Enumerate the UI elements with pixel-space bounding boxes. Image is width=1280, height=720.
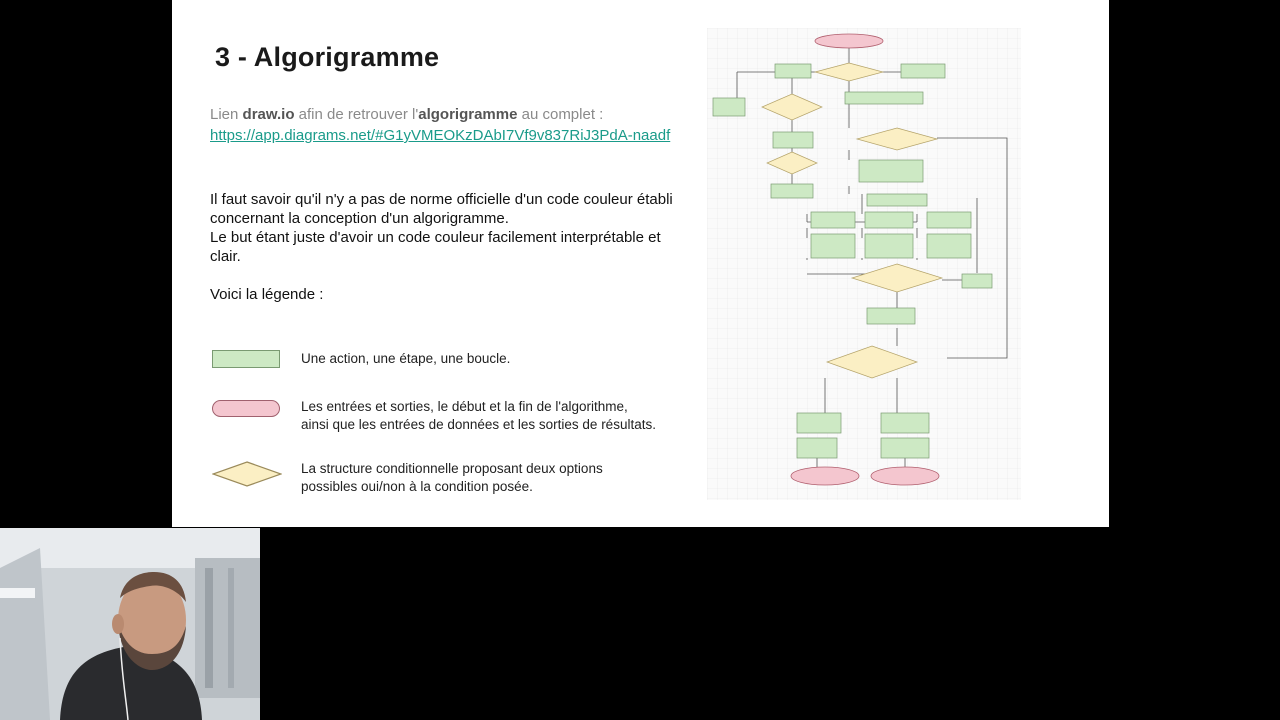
paragraph-line: Le but étant juste d'avoir un code coule… [210, 229, 661, 246]
color-code-paragraph: Il faut savoir qu'il n'y a pas de norme … [210, 190, 690, 266]
legend-text-condition: La structure conditionnelle proposant de… [301, 460, 603, 496]
legend-intro: Voici la légende : [210, 286, 324, 303]
lien-word: algorigramme [418, 106, 518, 123]
lien-mid: afin de retrouver l' [294, 106, 419, 123]
drawio-link-intro: Lien draw.io afin de retrouver l'algorig… [210, 106, 603, 123]
legend-row-io: Les entrées et sorties, le début et la f… [210, 398, 680, 438]
slide-title: 3 - Algorigramme [215, 42, 440, 72]
legend-text-io: Les entrées et sorties, le début et la f… [301, 398, 656, 434]
webcam-video-feed [0, 528, 260, 720]
lien-suffix: au complet : [517, 106, 604, 123]
legend-line: possibles oui/non à la condition posée. [301, 479, 533, 494]
green-rectangle-icon [212, 350, 280, 368]
paragraph-line: clair. [210, 248, 241, 265]
paragraph-line: concernant la conception d'un algorigram… [210, 210, 509, 227]
legend-line: Les entrées et sorties, le début et la f… [301, 399, 628, 414]
legend-text-action: Une action, une étape, une boucle. [301, 351, 511, 366]
algorigramme-diagram-image [707, 28, 1021, 500]
diagrams-net-link[interactable]: https://app.diagrams.net/#G1yVMEOKzDAbI7… [210, 127, 671, 144]
presenter-image [0, 528, 260, 720]
legend-line: ainsi que les entrées de données et les … [301, 417, 656, 432]
paragraph-line: Il faut savoir qu'il n'y a pas de norme … [210, 191, 673, 208]
legend-row-action: Une action, une étape, une boucle. [210, 350, 680, 370]
legend-line: La structure conditionnelle proposant de… [301, 461, 603, 476]
legend-row-condition: La structure conditionnelle proposant de… [210, 461, 680, 499]
yellow-diamond-icon [212, 461, 282, 487]
lien-tool: draw.io [242, 106, 295, 123]
lien-prefix: Lien [210, 106, 243, 123]
pink-rounded-rectangle-icon [212, 400, 280, 417]
presentation-slide: 3 - Algorigramme Lien draw.io afin de re… [172, 0, 1109, 527]
